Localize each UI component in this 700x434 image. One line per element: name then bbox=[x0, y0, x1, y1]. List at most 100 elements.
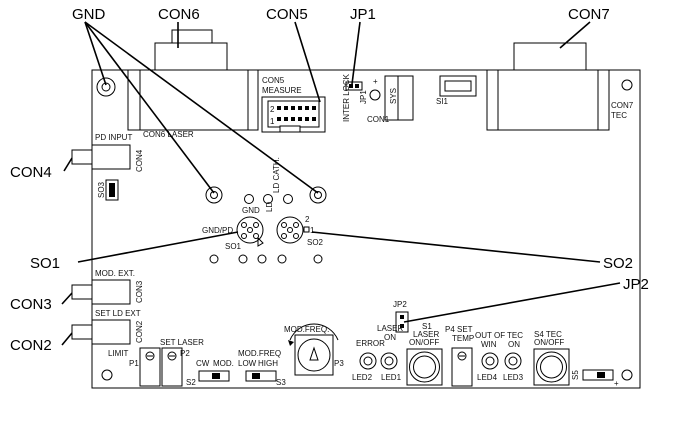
con3-silk-label: CON3 bbox=[135, 280, 144, 303]
p3-pot bbox=[288, 323, 339, 376]
con4-silk-label: CON4 bbox=[135, 149, 144, 172]
so2-silk-label: SO2 bbox=[307, 238, 324, 247]
s4-switch bbox=[533, 348, 570, 386]
con2-bnc bbox=[71, 319, 131, 345]
sys-label: SYS bbox=[389, 88, 398, 104]
jp2-silk-label: JP2 bbox=[393, 300, 407, 309]
ld-silk-label: LD bbox=[265, 202, 274, 212]
pad-4 bbox=[277, 254, 287, 264]
laser-on-label: LASER bbox=[377, 324, 403, 333]
callout-con4: CON4 bbox=[10, 164, 52, 181]
out-of-label: OUT OF bbox=[475, 331, 505, 340]
con5-pin1-label: 1 bbox=[270, 117, 275, 126]
set-ld-ext-label: SET LD EXT bbox=[95, 309, 141, 318]
so3-socket bbox=[105, 179, 119, 201]
s5-plus-label: + bbox=[614, 379, 619, 388]
p4-set-label: P4 SET bbox=[445, 325, 473, 334]
led4 bbox=[481, 352, 499, 370]
mounting-hole-bottom-left bbox=[101, 369, 113, 381]
jp2-jumper bbox=[395, 311, 409, 333]
con5-pins bbox=[277, 106, 316, 121]
p3-label: P3 bbox=[334, 359, 344, 368]
high-label: HIGH bbox=[258, 359, 278, 368]
jp1-silk-label: JP1 bbox=[359, 90, 368, 104]
ld-cath-pad bbox=[283, 194, 293, 204]
s3-label: S3 bbox=[276, 378, 286, 387]
p2-label: P2 bbox=[180, 349, 190, 358]
callout-con2: CON2 bbox=[10, 337, 52, 354]
callout-gnd: GND bbox=[72, 6, 106, 23]
error-label: ERROR bbox=[356, 339, 385, 348]
mounting-hole-top-right bbox=[621, 79, 633, 91]
tec-on-label-1: TEC bbox=[507, 331, 523, 340]
gnd-pd-label: GND/PD bbox=[202, 226, 233, 235]
s1-switch bbox=[406, 348, 443, 386]
so2-socket bbox=[276, 216, 310, 244]
callout-con3: CON3 bbox=[10, 296, 52, 313]
led1 bbox=[380, 352, 398, 370]
s3-switch bbox=[245, 370, 277, 382]
s2-label: S2 bbox=[186, 378, 196, 387]
mod-label: MOD. bbox=[213, 359, 234, 368]
low-label: LOW bbox=[238, 359, 257, 368]
p2-pot bbox=[161, 347, 183, 387]
con5-label: CON5 bbox=[262, 76, 285, 85]
callout-so1: SO1 bbox=[30, 255, 60, 272]
callout-so2: SO2 bbox=[603, 255, 633, 272]
con2-silk-label: CON2 bbox=[135, 320, 144, 343]
p4-pot bbox=[451, 347, 473, 387]
mod-freq-label: MOD.FREQ bbox=[238, 349, 281, 358]
pad-2 bbox=[238, 254, 248, 264]
con4-bnc bbox=[71, 144, 131, 170]
s1-label: S1 bbox=[422, 322, 432, 331]
tec-on-off-label: ON/OFF bbox=[534, 338, 564, 347]
gnd-testpoint-1 bbox=[205, 186, 223, 204]
ld-pad bbox=[263, 194, 273, 204]
laser-label: LASER bbox=[413, 330, 439, 339]
led2-label: LED2 bbox=[352, 373, 373, 382]
callout-con5: CON5 bbox=[266, 6, 308, 23]
con6-laser-label: CON6 LASER bbox=[143, 130, 194, 139]
limit-label: LIMIT bbox=[108, 349, 129, 358]
con3-bnc bbox=[71, 279, 131, 305]
so3-label: SO3 bbox=[97, 181, 106, 198]
pad-3 bbox=[257, 254, 267, 264]
gnd-testpoint-2 bbox=[309, 186, 327, 204]
led4-label: LED4 bbox=[477, 373, 498, 382]
led3 bbox=[504, 352, 522, 370]
tec-label: TEC bbox=[611, 111, 627, 120]
so2-pin1-label: 1 bbox=[310, 226, 315, 235]
callout-con7: CON7 bbox=[568, 6, 610, 23]
con7-connector bbox=[486, 42, 610, 131]
measure-label: MEASURE bbox=[262, 86, 302, 95]
con1-plus-label: + bbox=[373, 77, 378, 86]
led2 bbox=[359, 352, 377, 370]
set-laser-label: SET LASER bbox=[160, 338, 204, 347]
mounting-hole-bottom-right bbox=[621, 369, 633, 381]
s5-label: S5 bbox=[571, 370, 580, 380]
si1-fuse bbox=[439, 75, 477, 97]
so2-pin2-label: 2 bbox=[305, 215, 310, 224]
jp1-jumper bbox=[345, 81, 363, 91]
gnd-silk-label: GND bbox=[242, 206, 260, 215]
pd-input-label: PD INPUT bbox=[95, 133, 132, 142]
mod-freq-p3-label: MOD.FREQ. bbox=[284, 325, 329, 334]
con7-label: CON7 bbox=[611, 101, 634, 110]
con6-connector bbox=[127, 29, 259, 131]
callout-jp2: JP2 bbox=[623, 276, 649, 293]
pad-5 bbox=[313, 254, 323, 264]
tec-on-label-2: ON bbox=[508, 340, 520, 349]
ld-cath-label: LD CATH. bbox=[272, 157, 281, 193]
callout-jp1: JP1 bbox=[350, 6, 376, 23]
con5-header bbox=[261, 96, 326, 133]
gnd-pad bbox=[244, 194, 254, 204]
temp-label: TEMP bbox=[452, 334, 474, 343]
s2-switch bbox=[198, 370, 230, 382]
callout-leaders bbox=[61, 21, 621, 346]
so1-silk-label: SO1 bbox=[225, 242, 242, 251]
p1-label: P1 bbox=[129, 359, 139, 368]
pad-1 bbox=[209, 254, 219, 264]
led1-label: LED1 bbox=[381, 373, 402, 382]
con5-pin2-label: 2 bbox=[270, 105, 275, 114]
